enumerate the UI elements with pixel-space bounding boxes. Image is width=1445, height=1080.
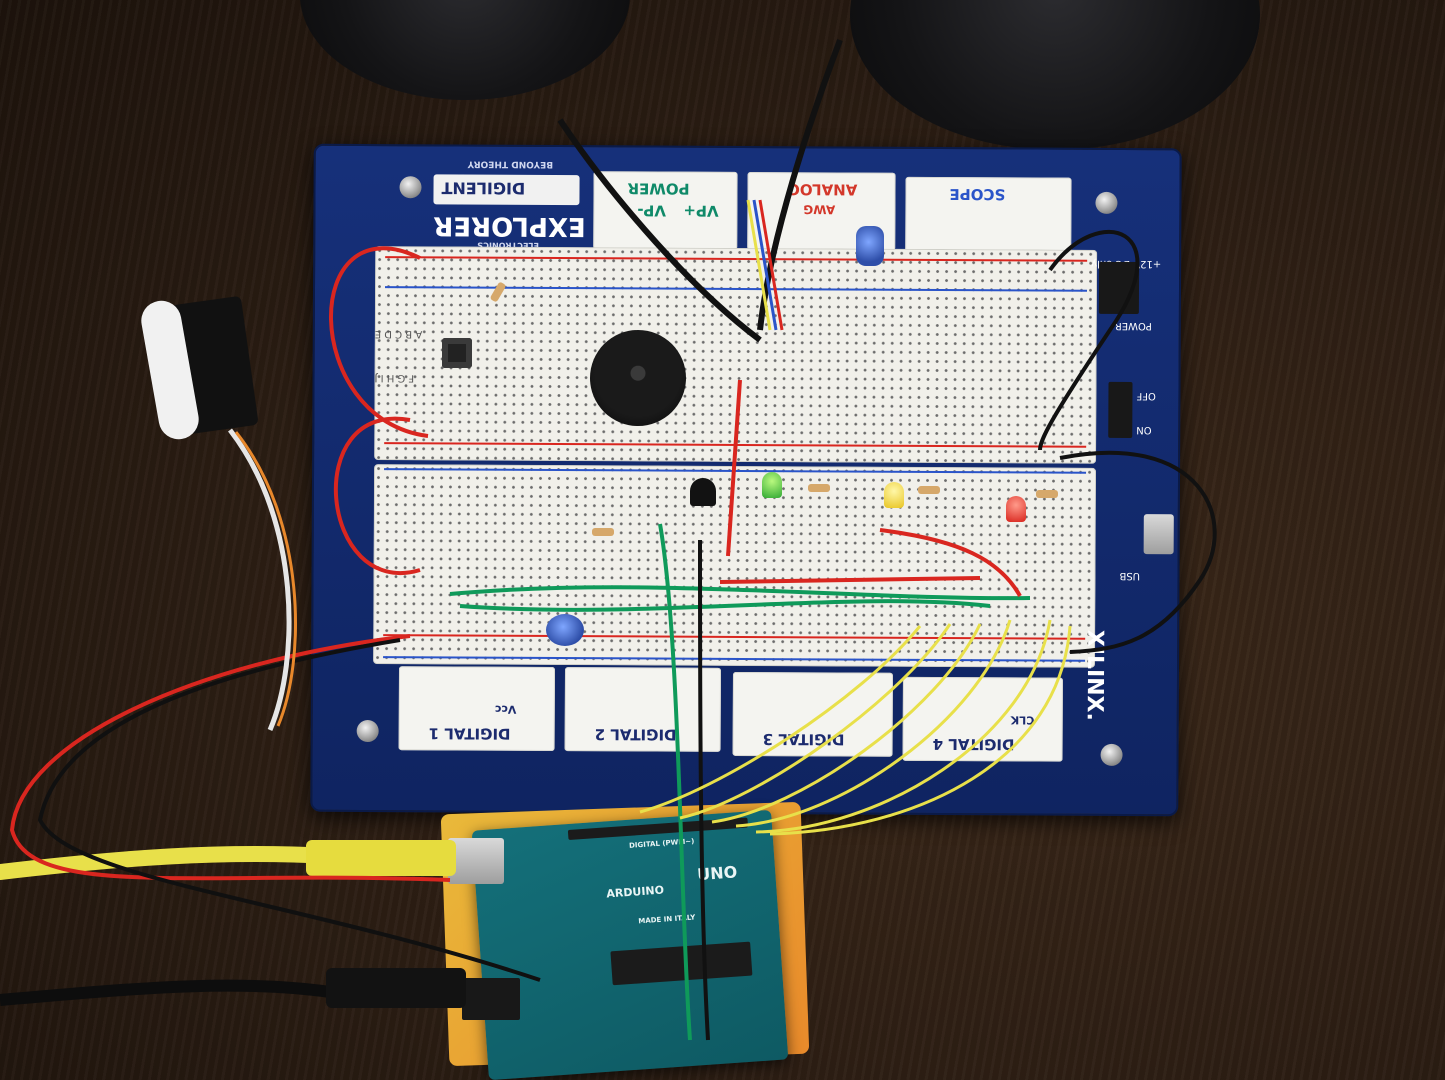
led-yellow [884, 482, 904, 508]
wire-red-long [9, 634, 451, 882]
led-red [1006, 496, 1026, 522]
usb-cable-yellow [0, 845, 338, 880]
wire-ribbon-blue [752, 199, 778, 331]
wire-yellow-1 [639, 625, 922, 814]
wire-yellow-5 [755, 619, 1052, 834]
wire-green-1 [449, 585, 1031, 601]
wire-red-loop-mid [333, 416, 421, 575]
wire-red-lower-1 [719, 576, 981, 584]
piezo-buzzer [590, 330, 686, 426]
wire-red-loop-top [329, 246, 429, 438]
wire-green-2 [459, 599, 991, 612]
wire-red-lower-2 [879, 528, 1022, 597]
wire-black-arduino [698, 539, 710, 1041]
resistor-1 [490, 282, 506, 302]
wire-yellow-3 [711, 623, 982, 824]
wire-black-cable-top-2 [757, 38, 843, 331]
arduino-dc-jack [462, 978, 520, 1020]
arduino-usb-port [448, 838, 504, 884]
led-green [762, 472, 782, 498]
push-button[interactable] [442, 338, 472, 368]
wire-ribbon-red [758, 199, 784, 331]
wire-black-cable-top [557, 118, 762, 343]
resistor-4 [1036, 490, 1058, 498]
resistor-2 [808, 484, 830, 492]
wire-yellow-6 [769, 625, 1072, 836]
wire-black-long [37, 638, 541, 982]
transistor [690, 478, 716, 506]
wire-black-scope [1038, 229, 1140, 451]
wire-ribbon-yellow [746, 199, 772, 331]
wire-yellow-4 [735, 619, 1012, 828]
dc-cable-plug [326, 968, 466, 1008]
wire-green-arduino [658, 523, 692, 1041]
servo-cable [228, 428, 292, 731]
usb-cable-plug [306, 840, 456, 876]
resistor-5 [592, 528, 614, 536]
resistor-3 [918, 486, 940, 494]
capacitor-top [856, 226, 884, 266]
wire-yellow-2 [679, 623, 952, 820]
servo-cable-orange [234, 431, 297, 727]
capacitor-bottom [546, 614, 584, 646]
wire-red-vertical [726, 379, 742, 557]
wire-black-right [1059, 450, 1217, 654]
dc-cable-black [0, 979, 331, 1006]
